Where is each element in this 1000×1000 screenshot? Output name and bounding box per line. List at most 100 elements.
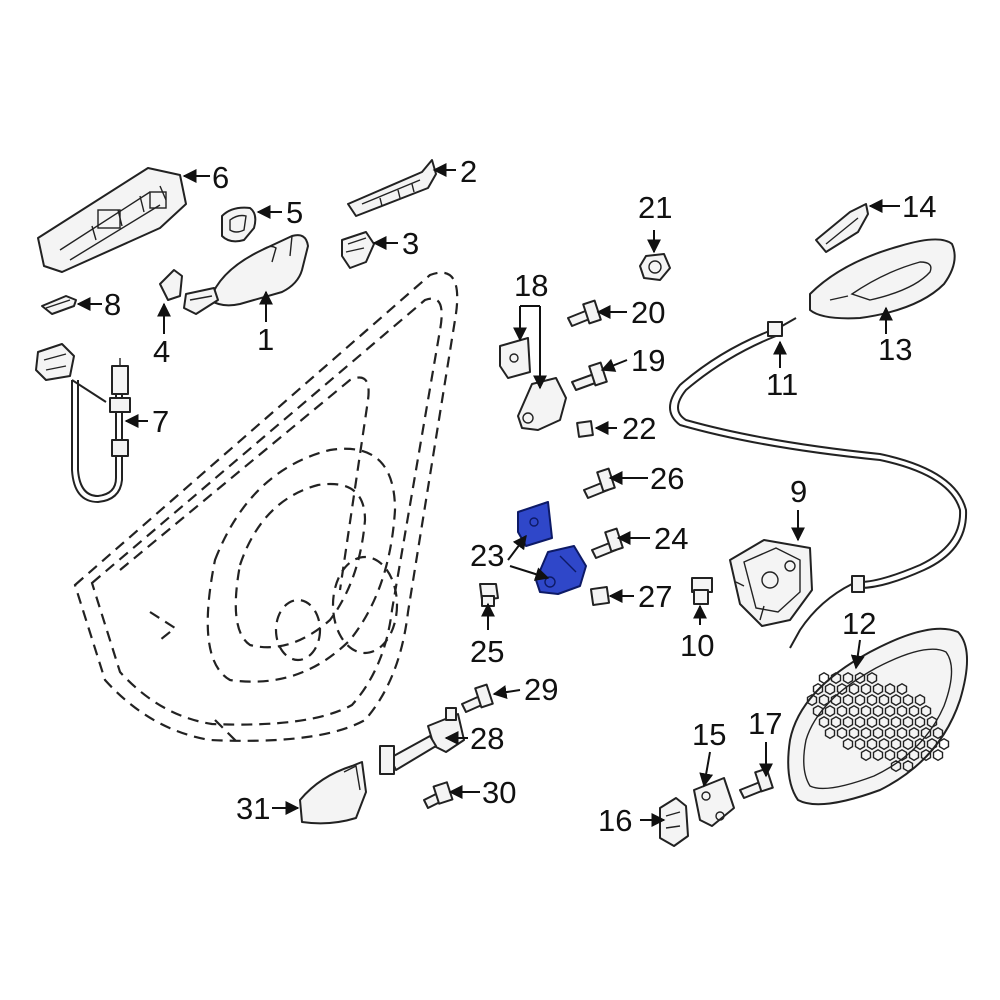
callout-13: 13 (878, 332, 912, 367)
part-30-bolt[interactable] (423, 781, 454, 809)
grille-hex-cell (896, 726, 908, 740)
grille-hex-cell (848, 726, 860, 740)
callout-7: 7 (152, 404, 169, 439)
callout-28: 28 (470, 721, 504, 756)
part-16-striker-plate[interactable] (659, 797, 689, 847)
part-24-bolt[interactable] (591, 527, 624, 559)
grille-hex-cell (884, 748, 896, 762)
part-17-screw[interactable] (739, 767, 774, 799)
grille-hex-cell (902, 715, 914, 729)
grille-hex-cell (830, 715, 842, 729)
callout-4: 4 (153, 334, 170, 369)
grille-hex-cell (914, 693, 926, 707)
grille-hex-cell (884, 682, 896, 696)
grille-hex-cell (878, 715, 890, 729)
grille-hex-cell (914, 715, 926, 729)
callout-29: 29 (524, 672, 558, 707)
grille-hex-cell (860, 682, 872, 696)
grille-hex-cell (872, 726, 884, 740)
grille-hex-cell (914, 737, 926, 751)
callout-30: 30 (482, 775, 516, 810)
callout-26: 26 (650, 461, 684, 496)
part-10-bolt[interactable] (691, 577, 713, 605)
grille-hex-cell (818, 715, 830, 729)
part-1-outside-handle[interactable] (183, 234, 309, 315)
part-25-bolt[interactable] (479, 583, 499, 607)
callout-19: 19 (631, 343, 665, 378)
grille-hex-cell (848, 682, 860, 696)
part-15-striker[interactable] (693, 777, 735, 827)
part-22-plug[interactable] (576, 420, 594, 438)
callout-8: 8 (104, 287, 121, 322)
callout-11: 11 (766, 367, 798, 402)
grille-hex-cell (860, 704, 872, 718)
callout-10: 10 (680, 628, 714, 663)
part-8-clip[interactable] (41, 295, 77, 315)
part-9-door-latch[interactable] (729, 539, 813, 627)
part-29-bolt[interactable] (461, 683, 494, 713)
callout-17: 17 (748, 706, 782, 741)
grille-hex-cell (890, 693, 902, 707)
grille-hex-cell (842, 715, 854, 729)
callout-14: 14 (902, 189, 936, 224)
leader-lines (76, 163, 900, 827)
callout-18: 18 (514, 268, 548, 303)
part-31-handle-cover[interactable] (299, 761, 367, 825)
part-2-trim-strip[interactable] (347, 159, 437, 217)
grille-hex-cell (860, 748, 872, 762)
part-7-lock-rod-cable[interactable] (35, 343, 131, 504)
part-3-cap[interactable] (341, 231, 375, 269)
part-12-speaker-grille[interactable] (787, 627, 969, 806)
part-28-door-check[interactable] (379, 707, 465, 775)
grille-hex-cell (902, 693, 914, 707)
callout-5: 5 (286, 195, 303, 230)
grille-hex-cell (908, 704, 920, 718)
part-19-bolt[interactable] (571, 361, 608, 391)
grille-hex-cell (872, 704, 884, 718)
part-27-plug[interactable] (589, 585, 611, 607)
grille-hex-cell (812, 682, 824, 696)
part-11-release-cable[interactable] (669, 317, 968, 649)
grille-hex-cell (878, 693, 890, 707)
part-21-nut[interactable] (639, 253, 671, 281)
grille-hex-cell (860, 726, 872, 740)
door-shell-outline (73, 271, 459, 746)
part-13-inside-handle[interactable] (809, 238, 956, 320)
grille-hex-cell (872, 682, 884, 696)
part-14-bracket[interactable] (815, 203, 869, 253)
grille-hex-cell (890, 715, 902, 729)
part-20-bolt[interactable] (567, 299, 602, 327)
grille-hex-cell (842, 737, 854, 751)
callout-21: 21 (638, 190, 672, 225)
grille-hex-pattern (806, 671, 950, 773)
grille-hex-cell (872, 748, 884, 762)
grille-hex-cell (842, 671, 854, 685)
callout-3: 3 (402, 226, 419, 261)
part-4-bezel[interactable] (159, 269, 183, 301)
grille-hex-cell (884, 726, 896, 740)
grille-hex-cell (854, 715, 866, 729)
grille-hex-cell (812, 704, 824, 718)
grille-hex-cell (806, 693, 818, 707)
grille-hex-cell (818, 693, 830, 707)
grille-hex-cell (842, 693, 854, 707)
grille-hex-cell (830, 693, 842, 707)
part-18-upper-hinge[interactable] (499, 337, 567, 431)
part-23-lower-hinge[interactable] (517, 501, 587, 595)
grille-hex-cell (854, 671, 866, 685)
callout-27: 27 (638, 579, 672, 614)
grille-hex-cell (896, 704, 908, 718)
grille-hex-cell (926, 737, 938, 751)
grille-hex-cell (836, 726, 848, 740)
callout-31: 31 (236, 791, 270, 826)
callout-25: 25 (470, 634, 504, 669)
grille-hex-cell (866, 693, 878, 707)
grille-hex-cell (896, 682, 908, 696)
grille-hex-cell (824, 704, 836, 718)
grille-hex-cell (866, 671, 878, 685)
part-6-handle-bracket[interactable] (37, 167, 187, 273)
part-5-gasket[interactable] (221, 206, 257, 243)
part-26-bolt[interactable] (583, 467, 616, 499)
grille-hex-cell (920, 726, 932, 740)
